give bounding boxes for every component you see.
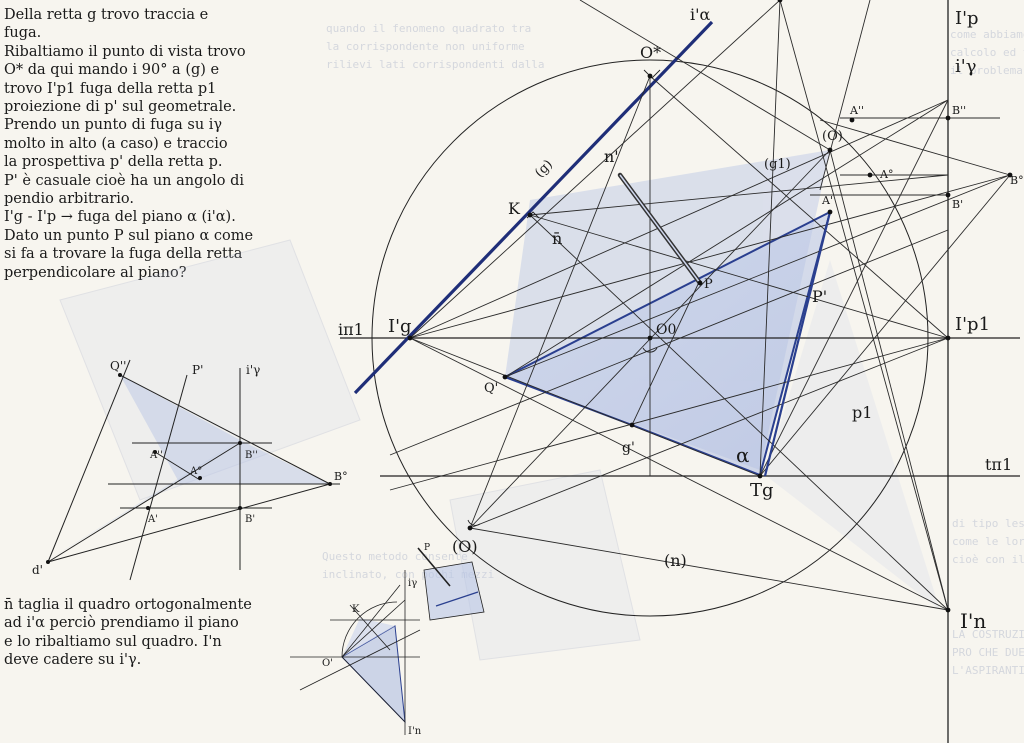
- tiny-figure: iγ K O' I'n P: [290, 543, 485, 737]
- side-label-b2: B'': [245, 450, 258, 461]
- note-line: deve cadere su i'γ.: [4, 652, 142, 669]
- side-label-p: P': [192, 363, 203, 377]
- segment-n-prime-core: [619, 174, 701, 284]
- note-line: fuga.: [4, 25, 42, 42]
- note-line: Prendo un punto di fuga su iγ: [4, 117, 223, 134]
- tiny-label-o: O': [322, 658, 333, 669]
- label-b-prime: B': [952, 198, 963, 211]
- label-ip1: I'p1: [955, 314, 990, 335]
- note-bottom: n̄ taglia il quadro ortogonalmente ad i'…: [4, 596, 324, 670]
- note-line: ad i'α perciò prendiamo il piano: [4, 615, 239, 632]
- label-i-gamma: i'γ: [955, 56, 976, 77]
- label-q-prime: Q': [484, 381, 498, 396]
- label-i-n: I'n: [960, 609, 986, 633]
- note-line: Ribaltiamo il punto di vista trovo: [4, 43, 246, 60]
- note-top: Della retta g trovo traccia e fuga. Riba…: [4, 6, 304, 282]
- note-line: Dato un punto P sul piano α come: [4, 227, 254, 244]
- note-line: Della retta g trovo traccia e: [4, 7, 209, 23]
- note-line: si fa a trovare la fuga della retta: [4, 246, 243, 263]
- line-p-prime: [763, 211, 832, 477]
- label-k: K: [508, 199, 521, 218]
- tiny-label-igamma: iγ: [408, 578, 417, 589]
- note-line: perpendicolare al piano?: [4, 264, 187, 281]
- side-label-a1: A': [147, 514, 158, 525]
- tiny-label-p: P: [424, 543, 430, 553]
- label-alpha: α: [736, 443, 750, 467]
- side-label-q2: Q'': [110, 359, 126, 373]
- label-n-prime: n': [604, 147, 619, 166]
- label-n-bar: n̄: [552, 229, 562, 248]
- note-line: molto in alto (a caso) e traccio: [4, 135, 228, 152]
- points: [407, 0, 1013, 613]
- note-line: pendio arbitrario.: [4, 191, 135, 208]
- side-label-b1: B': [245, 514, 255, 525]
- main-labels: i'α O* (g) K n̄ n' (g1) (O) A'' A° A' B'…: [338, 5, 1024, 633]
- note-line: la prospettiva p' della retta p.: [4, 154, 223, 171]
- side-label-adeg: A°: [189, 466, 202, 477]
- label-o-star: O*: [640, 43, 661, 62]
- line-i-alpha: [353, 20, 714, 395]
- tiny-label-k: K: [352, 604, 360, 615]
- label-i-p: I'p: [955, 8, 979, 29]
- note-line: n̄ taglia il quadro ortogonalmente: [4, 597, 252, 613]
- label-g-prime: g': [622, 440, 635, 456]
- label-p-point: P: [704, 277, 713, 292]
- label-g1-paren: (g1): [764, 157, 791, 172]
- note-line: trovo I'p1 fuga della retta p1: [4, 80, 217, 97]
- label-o0: O0: [656, 322, 676, 338]
- label-t-g: Tg: [750, 480, 774, 501]
- label-a-deg: A°: [879, 168, 893, 181]
- label-b-deg: B°: [1010, 174, 1024, 187]
- label-a-dd: A'': [849, 104, 864, 117]
- label-b-dd: B'': [952, 104, 966, 117]
- side-label-a2: A'': [149, 450, 163, 461]
- side-figure: Q'' P' i'γ A'' B'' A° B° A' B' d': [32, 359, 348, 581]
- side-label-igamma: i'γ: [246, 363, 260, 377]
- label-i-alpha: i'α: [690, 5, 711, 24]
- label-p1: p1: [852, 403, 872, 422]
- label-a-prime: A': [821, 194, 833, 207]
- label-i-pi1: iπ1: [338, 320, 364, 339]
- side-label-d: d': [32, 563, 43, 577]
- label-n-paren: (n): [664, 551, 687, 570]
- construction-lines: [389, 0, 1011, 611]
- label-p-prime: P': [812, 287, 827, 306]
- tiny-label-in: I'n: [408, 726, 422, 737]
- label-o-paren: (O): [822, 129, 843, 144]
- note-line: I'g - I'p → fuga del piano α (i'α).: [4, 209, 236, 226]
- label-i-g: I'g: [388, 316, 412, 337]
- note-line: O* da qui mando i 90° a (g) e: [4, 62, 220, 79]
- note-line: e lo ribaltiamo sul quadro. I'n: [4, 633, 222, 650]
- side-label-bdeg: B°: [334, 470, 348, 483]
- note-line: proiezione di p' sul geometrale.: [4, 99, 237, 116]
- label-o-paren2: (O): [452, 537, 478, 556]
- label-t-pi1: tπ1: [985, 455, 1012, 474]
- label-g-paren: (g): [532, 157, 556, 181]
- note-line: P' è casuale cioè ha un angolo di: [4, 172, 245, 189]
